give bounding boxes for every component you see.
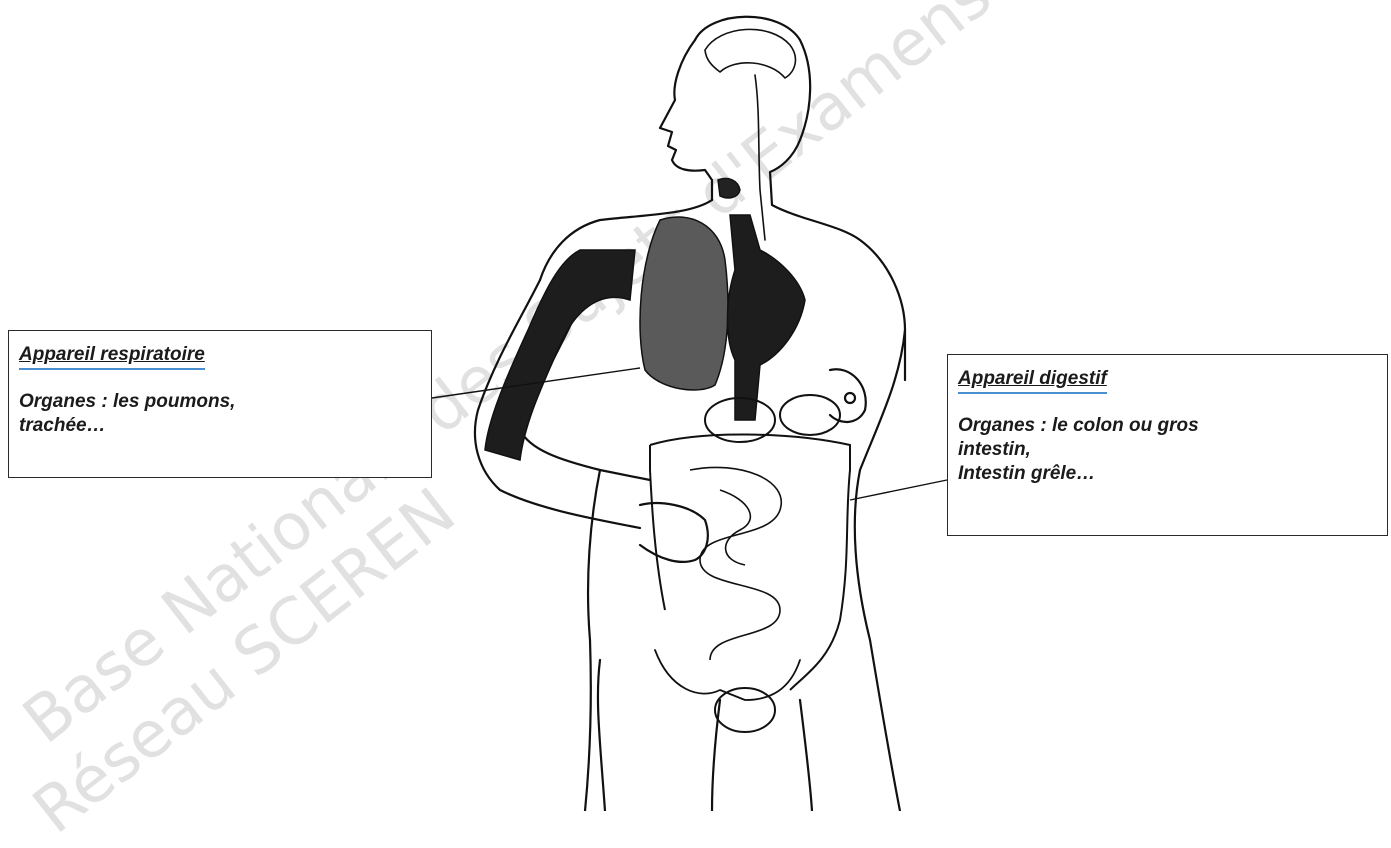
digestive-heading: Appareil digestif bbox=[958, 367, 1107, 394]
left-leg bbox=[598, 660, 605, 811]
digestive-callout: Appareil digestif Organes : le colon ou … bbox=[947, 354, 1388, 536]
nipple bbox=[845, 393, 855, 403]
breast bbox=[830, 369, 866, 422]
lung bbox=[640, 217, 728, 390]
right-thigh bbox=[800, 700, 812, 811]
respiratory-callout: Appareil respiratoire Organes : les poum… bbox=[8, 330, 432, 478]
hand bbox=[640, 503, 708, 562]
digestive-leader-line bbox=[850, 480, 947, 500]
thyroid bbox=[718, 178, 740, 198]
digestive-body: Organes : le colon ou gros intestin, Int… bbox=[958, 414, 1377, 486]
right-torso-side bbox=[855, 330, 905, 811]
bladder bbox=[715, 688, 775, 732]
respiratory-heading: Appareil respiratoire bbox=[19, 343, 205, 370]
left-torso-side bbox=[585, 470, 600, 811]
respiratory-body: Organes : les poumons, trachée… bbox=[19, 390, 421, 438]
small-intestine bbox=[690, 467, 781, 660]
brain bbox=[705, 29, 795, 78]
face-profile bbox=[660, 40, 712, 200]
heart-aorta bbox=[728, 215, 806, 420]
arm-dark-band bbox=[485, 250, 635, 460]
spinal-cord bbox=[755, 75, 765, 240]
